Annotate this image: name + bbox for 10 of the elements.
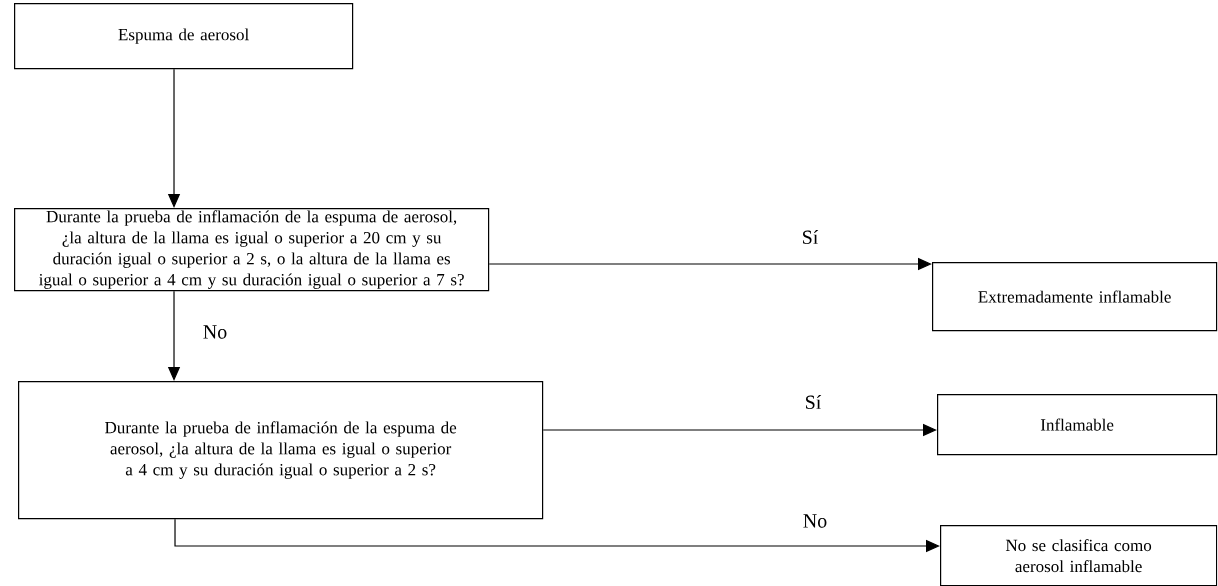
edge-label: Sí [800,228,820,246]
decision-box: Durante la prueba de inflamación de la espuma de aerosol, ¿la altura de la llama es igual o superior a 20 cm y su duración igual o superior a 2 s, o la altura de la llama es igual o superior a 4 cm y su duración igual o superior a 7 s? [14,208,490,292]
edge-label: Sí [803,393,823,411]
start-box: Espuma de aerosol [14,3,354,70]
decision-box: Durante la prueba de inflamación de la espuma de aerosol, ¿la altura de la llama es igual o superior a 4 cm y su duración igual o superior a 2 s? [18,381,544,520]
edge-label: No [801,513,829,529]
result-box: Inflamable [937,394,1218,456]
result-box: Extremadamente inflamable [932,262,1218,332]
edge-label: No [201,324,229,340]
result-box: No se clasifica como aerosol inflamable [940,525,1218,586]
